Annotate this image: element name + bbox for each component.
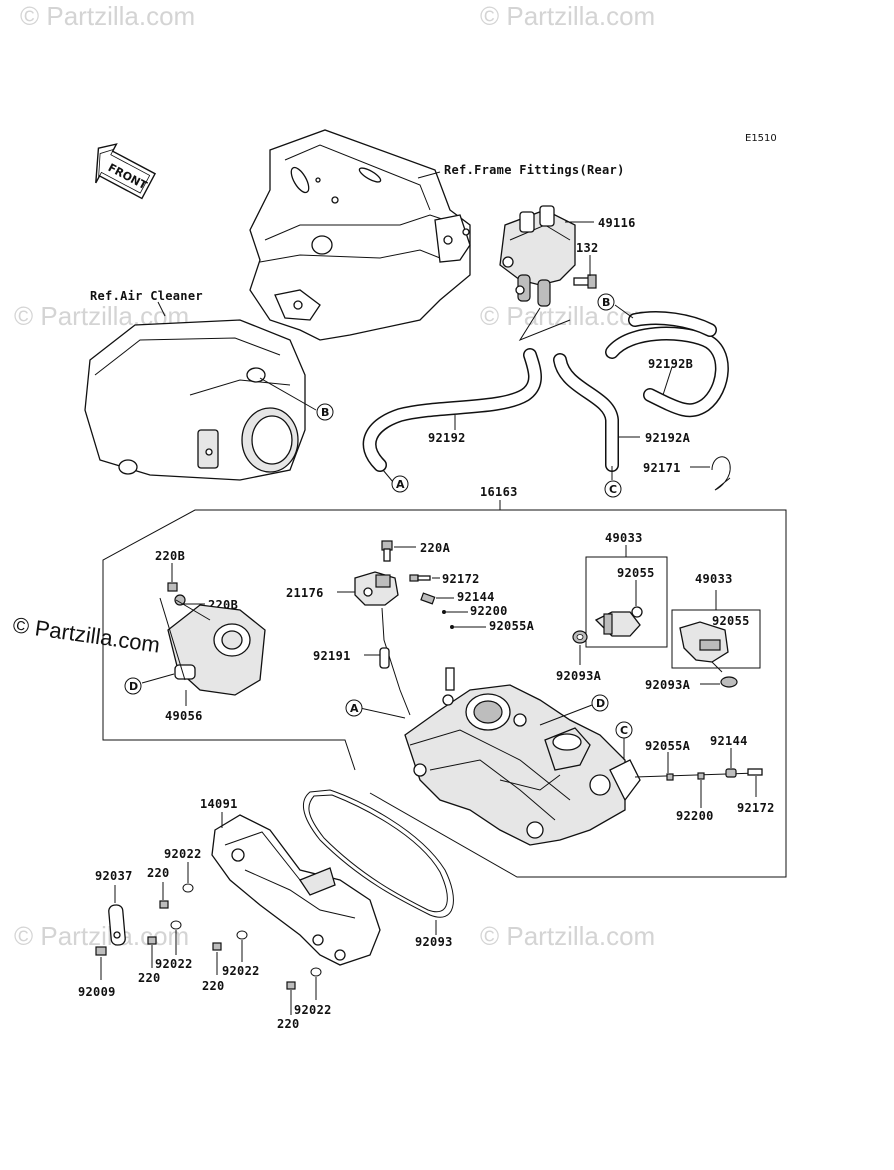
- part-92191: 92191: [313, 649, 351, 663]
- part-92022-a: 92022: [164, 847, 202, 861]
- throttle-body-assembly: [404, 667, 641, 846]
- part-92022-b: 92022: [155, 957, 193, 971]
- air-cleaner: [84, 319, 306, 481]
- callout-c-2: C: [615, 721, 633, 760]
- part-49033-left: 49033: [605, 531, 643, 545]
- air-switching-valve: [499, 205, 576, 307]
- part-220-c: 220: [202, 979, 225, 993]
- frame-fitting: [249, 129, 471, 341]
- bolt-132: [573, 274, 597, 289]
- watermark: © Partzilla.com: [480, 1, 655, 31]
- cover-14091: [211, 814, 381, 966]
- watermark: © Partzilla.com: [14, 921, 189, 951]
- part-92022-c: 92022: [222, 964, 260, 978]
- part-92192a: 92192A: [645, 431, 691, 445]
- hose-92192a: [553, 353, 619, 472]
- svg-text:B: B: [321, 406, 329, 419]
- hose-92191: [379, 607, 411, 716]
- part-92093: 92093: [415, 935, 453, 949]
- diagram-code: E1510: [745, 133, 777, 144]
- svg-text:C: C: [620, 724, 628, 737]
- seal-92093a-right: [720, 676, 738, 688]
- part-92055a: 92055A: [489, 619, 535, 633]
- svg-text:A: A: [350, 702, 359, 715]
- screw-220-c: [212, 942, 222, 951]
- screw-220b: [167, 582, 178, 592]
- part-220-a: 220: [147, 866, 170, 880]
- part-49056: 49056: [165, 709, 203, 723]
- washer-92022-c: [236, 930, 248, 940]
- part-92172-right: 92172: [737, 801, 775, 815]
- ref-frame-fittings: Ref.Frame Fittings(Rear): [444, 163, 625, 177]
- part-92009: 92009: [78, 985, 116, 999]
- part-92200: 92200: [470, 604, 508, 618]
- washer-92022-d: [310, 967, 322, 977]
- part-132: 132: [576, 241, 599, 255]
- part-220a: 220A: [420, 541, 451, 555]
- seal-92093a-left: [572, 630, 588, 644]
- ref-air-cleaner: Ref.Air Cleaner: [90, 289, 203, 303]
- callout-d-2: D: [539, 694, 609, 726]
- watermark: © Partzilla.com: [480, 301, 655, 331]
- sensor-21176: [354, 571, 399, 606]
- part-92055-left: 92055: [617, 566, 655, 580]
- front-arrow-icon: FRONT: [95, 143, 157, 200]
- part-92144-right: 92144: [710, 734, 748, 748]
- part-92192b: 92192B: [648, 357, 693, 371]
- screw-92009: [95, 946, 107, 956]
- washer-92022-a: [182, 883, 194, 893]
- part-49116: 49116: [598, 216, 636, 230]
- hose-92192b: [605, 311, 729, 418]
- callout-b-1: B: [259, 377, 334, 421]
- part-92022-d: 92022: [294, 1003, 332, 1017]
- callout-d-1: D: [124, 673, 175, 695]
- part-92055a-right: 92055A: [645, 739, 691, 753]
- injector-box-left: [585, 545, 668, 648]
- svg-text:B: B: [602, 296, 610, 309]
- part-92055-right: 92055: [712, 614, 750, 628]
- injector-box-right: [671, 590, 761, 673]
- bracket-92037: [108, 904, 126, 946]
- svg-text:D: D: [129, 680, 138, 693]
- part-92037: 92037: [95, 869, 133, 883]
- svg-text:A: A: [396, 478, 405, 491]
- hose-92192: [362, 348, 542, 472]
- callout-a-2: A: [345, 699, 406, 719]
- part-16163: 16163: [480, 485, 518, 499]
- part-220-d: 220: [277, 1017, 300, 1031]
- part-92200-right: 92200: [676, 809, 714, 823]
- screw-220a: [381, 540, 393, 562]
- washer-92022-b: [170, 920, 182, 930]
- part-92171: 92171: [643, 461, 681, 475]
- screw-220-b: [147, 936, 157, 945]
- housing-49056: [159, 594, 266, 696]
- watermark: © Partzilla.com: [480, 921, 655, 951]
- part-92172: 92172: [442, 572, 480, 586]
- small-parts-column: [409, 574, 454, 629]
- part-49033-right: 49033: [695, 572, 733, 586]
- part-92093a-left: 92093A: [556, 669, 602, 683]
- watermark-group: © Partzilla.com © Partzilla.com © Partzi…: [14, 1, 655, 951]
- part-220-b: 220: [138, 971, 161, 985]
- screw-220-d: [286, 981, 296, 990]
- svg-text:D: D: [596, 697, 605, 710]
- callout-a-1: A: [382, 469, 409, 493]
- clamp-92171: [711, 456, 731, 491]
- belt-92093: [302, 789, 454, 918]
- watermark-side: © Partzilla.com: [11, 612, 161, 657]
- part-220b-top: 220B: [155, 549, 185, 563]
- watermark: © Partzilla.com: [20, 1, 195, 31]
- screw-220-a: [159, 900, 169, 909]
- part-92093a-right: 92093A: [645, 678, 691, 692]
- svg-text:C: C: [609, 483, 617, 496]
- callout-c-1: C: [604, 466, 622, 498]
- part-21176: 21176: [286, 586, 324, 600]
- small-parts-right: [634, 768, 763, 781]
- part-92192: 92192: [428, 431, 466, 445]
- callout-b-2: B: [597, 293, 615, 311]
- part-92144: 92144: [457, 590, 495, 604]
- part-14091: 14091: [200, 797, 238, 811]
